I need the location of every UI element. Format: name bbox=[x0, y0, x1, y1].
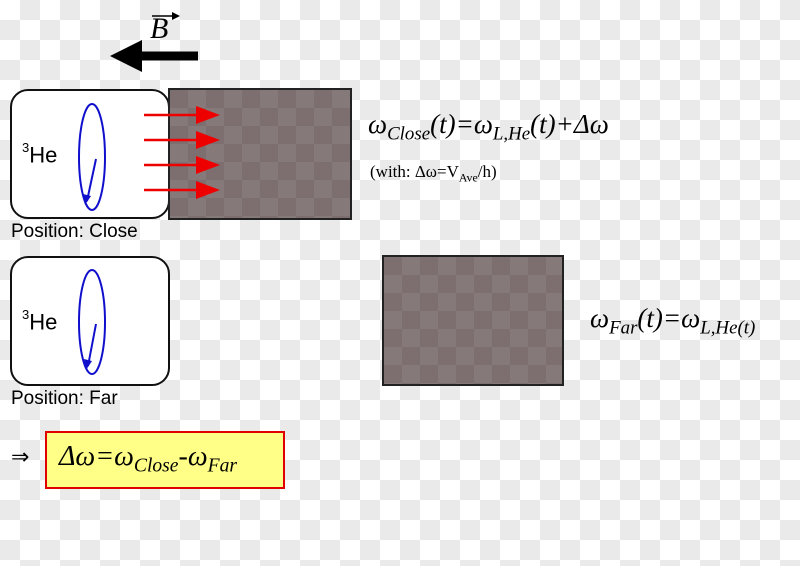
helium-label-close: 3He bbox=[22, 140, 58, 168]
implies-symbol: ⇒ bbox=[11, 444, 30, 469]
result-box: Δω=ωClose-ωFar bbox=[45, 431, 285, 489]
spin-precession-icon-close bbox=[78, 103, 106, 211]
equation-close-note: (with: Δω=VAve/h) bbox=[370, 162, 497, 185]
helium-label-far: 3He bbox=[22, 307, 58, 335]
equation-close: ωClose(t)=ωL,He(t)+Δω bbox=[368, 109, 609, 145]
electric-field-arrows bbox=[144, 106, 220, 199]
plate-far bbox=[382, 255, 564, 386]
helium-cell-far: 3He bbox=[10, 256, 170, 386]
equation-far: ωFar(t)=ωL,He(t) bbox=[590, 303, 756, 339]
result-equation: Δω=ωClose-ωFar bbox=[59, 441, 237, 477]
spin-precession-icon-far bbox=[78, 269, 106, 375]
helium-cell-close: 3He bbox=[10, 89, 170, 219]
position-far-label: Position: Far bbox=[11, 388, 118, 409]
magnetic-field-arrow bbox=[110, 12, 198, 72]
field-label: B bbox=[150, 12, 169, 45]
position-close-label: Position: Close bbox=[11, 221, 138, 242]
